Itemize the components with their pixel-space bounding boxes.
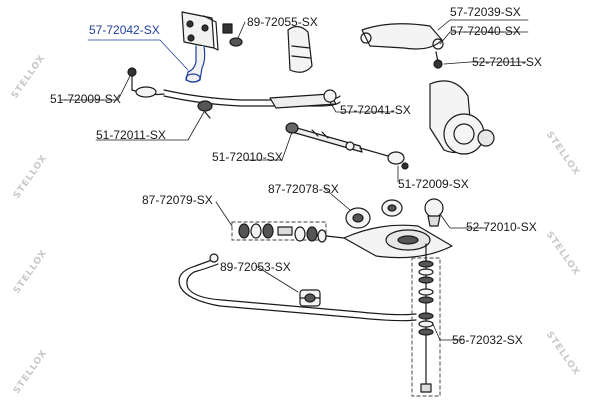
label-87-72078: 87-72078-SX <box>268 182 339 196</box>
lower-control-arm <box>343 224 453 259</box>
label-87-72079: 87-72079-SX <box>142 193 213 207</box>
stabilizer-link-kit <box>411 243 441 397</box>
label-52-72010: 52-72010-SX <box>466 220 537 234</box>
stabilizer-bar <box>178 253 417 322</box>
upper-control-arm <box>360 23 444 69</box>
leader-lines <box>59 19 529 341</box>
label-51-72011: 51-72011-SX <box>96 128 166 142</box>
label-51-72009-left: 51-72009-SX <box>50 92 121 106</box>
idler-arm-bracket <box>181 11 219 83</box>
tie-rod-inner-left <box>197 100 213 119</box>
label-57-72040: 57-72040-SX <box>450 24 521 38</box>
center-link <box>163 89 341 109</box>
bushing-kit-87-72079 <box>231 221 345 243</box>
label-89-72055: 89-72055-SX <box>247 15 318 29</box>
tie-rod-end-right <box>387 151 409 170</box>
steering-knuckle <box>429 80 495 155</box>
tie-rod-end-left <box>127 67 165 98</box>
label-57-72041: 57-72041-SX <box>340 103 411 117</box>
label-89-72053: 89-72053-SX <box>220 260 291 274</box>
label-52-72011: 52-72011-SX <box>472 55 542 69</box>
label-51-72009-right: 51-72009-SX <box>398 177 469 191</box>
lower-ball-joint <box>424 198 444 227</box>
tie-rod-right <box>285 122 389 157</box>
stabilizer-bush <box>299 289 321 307</box>
bushings-87-72078 <box>345 199 403 229</box>
label-56-72032: 56-72032-SX <box>452 333 523 347</box>
pitman-arm <box>287 25 313 73</box>
label-51-72010: 51-72010-SX <box>212 150 283 164</box>
bush-89-72055 <box>222 23 243 47</box>
label-57-72039: 57-72039-SX <box>450 5 521 19</box>
label-57-72042: 57-72042-SX <box>89 23 160 37</box>
